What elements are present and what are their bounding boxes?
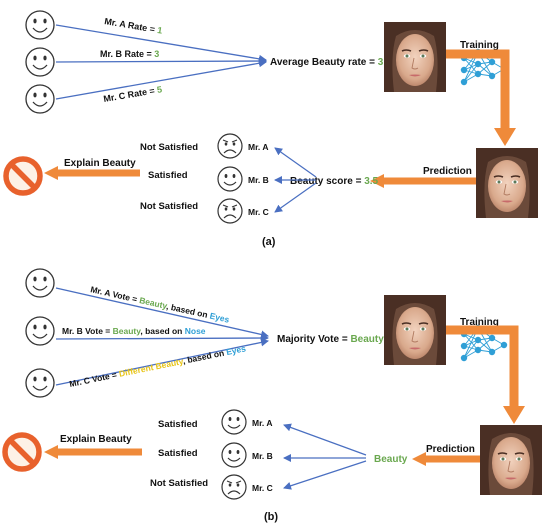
- smiley-face-icon: [25, 316, 55, 346]
- panel-caption: (b): [264, 511, 278, 523]
- smiley-face-icon: [221, 442, 247, 468]
- smiley-face-icon: [221, 409, 247, 435]
- satisfaction-label: Satisfied: [158, 448, 198, 459]
- explain-beauty-label: Explain Beauty: [64, 158, 136, 169]
- smiley-face-icon: [25, 84, 55, 114]
- vote-lines: [55, 287, 269, 386]
- vote-label-c: Mr. C Vote = Different Beauty, based on …: [68, 343, 247, 389]
- majority-vote-label: Majority Vote = Beauty: [277, 334, 384, 345]
- beauty-score-label: Beauty score = 3.5: [290, 176, 379, 187]
- training-label: Training: [460, 40, 499, 51]
- vote-label-a: Mr. A Vote = Beauty, based on Eyes: [90, 284, 231, 325]
- explain-beauty-label: Explain Beauty: [60, 434, 132, 445]
- satisfaction-label: Not Satisfied: [150, 478, 208, 489]
- average-rate-label: Average Beauty rate = 3: [270, 57, 384, 68]
- satisfaction-label: Satisfied: [158, 419, 198, 430]
- smiley-face-icon: [217, 166, 243, 192]
- forbidden-icon: [6, 159, 40, 193]
- panel-a: Mr. A Rate = 1 Mr. B Rate = 3 Mr. C Rate…: [6, 10, 539, 248]
- explain-arrow: [44, 445, 142, 459]
- person-label: Mr. A: [248, 142, 268, 152]
- face-photo: [475, 147, 539, 219]
- person-label: Mr. C: [248, 207, 269, 217]
- face-photo: [383, 21, 447, 93]
- rate-lines: [55, 24, 267, 100]
- smiley-face-icon: [25, 47, 55, 77]
- vote-label-b: Mr. B Vote = Beauty, based on Nose: [62, 326, 206, 336]
- predicted-beauty-label: Beauty: [374, 454, 408, 465]
- prediction-arrow: [370, 174, 476, 188]
- person-label: Mr. B: [252, 451, 273, 461]
- person-label: Mr. A: [252, 418, 272, 428]
- forbidden-icon: [5, 435, 39, 469]
- prediction-label: Prediction: [426, 444, 475, 455]
- sad-face-icon: [217, 133, 243, 159]
- training-arrow: [446, 325, 525, 424]
- satisfaction-label: Not Satisfied: [140, 201, 198, 212]
- smiley-face-icon: [25, 368, 55, 398]
- prediction-arrow: [412, 452, 480, 466]
- feedback-lines: [274, 147, 317, 213]
- rate-label-a: Mr. A Rate = 1: [104, 16, 163, 36]
- satisfaction-label: Satisfied: [148, 170, 188, 181]
- face-photo: [479, 424, 543, 496]
- smiley-face-icon: [25, 268, 55, 298]
- face-photo: [383, 294, 447, 366]
- rate-label-c: Mr. C Rate = 5: [103, 84, 163, 104]
- sad-face-icon: [221, 474, 247, 500]
- rate-label-b: Mr. B Rate = 3: [100, 49, 159, 59]
- explain-arrow: [44, 166, 140, 180]
- sad-face-icon: [217, 198, 243, 224]
- satisfaction-label: Not Satisfied: [140, 142, 198, 153]
- training-arrow: [446, 49, 516, 146]
- panel-b: Mr. A Vote = Beauty, based on Eyes Mr. B…: [5, 268, 543, 523]
- feedback-lines: [283, 423, 367, 490]
- panel-caption: (a): [262, 236, 276, 248]
- person-label: Mr. C: [252, 483, 273, 493]
- person-label: Mr. B: [248, 175, 269, 185]
- prediction-label: Prediction: [423, 166, 472, 177]
- training-label: Training: [460, 317, 499, 328]
- smiley-face-icon: [25, 10, 55, 40]
